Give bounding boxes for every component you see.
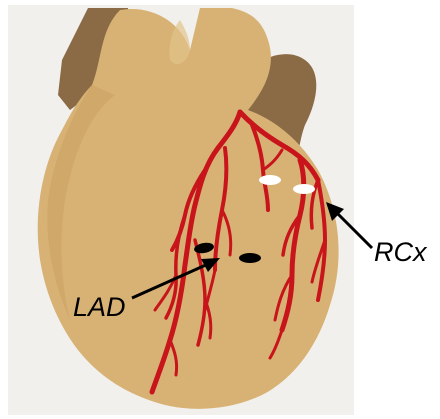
marker-white-2 [293,184,315,194]
marker-white-1 [259,175,281,185]
rcx-label: RCx [374,239,427,266]
lad-label: LAD [73,294,126,321]
marker-mid-black [239,253,261,263]
